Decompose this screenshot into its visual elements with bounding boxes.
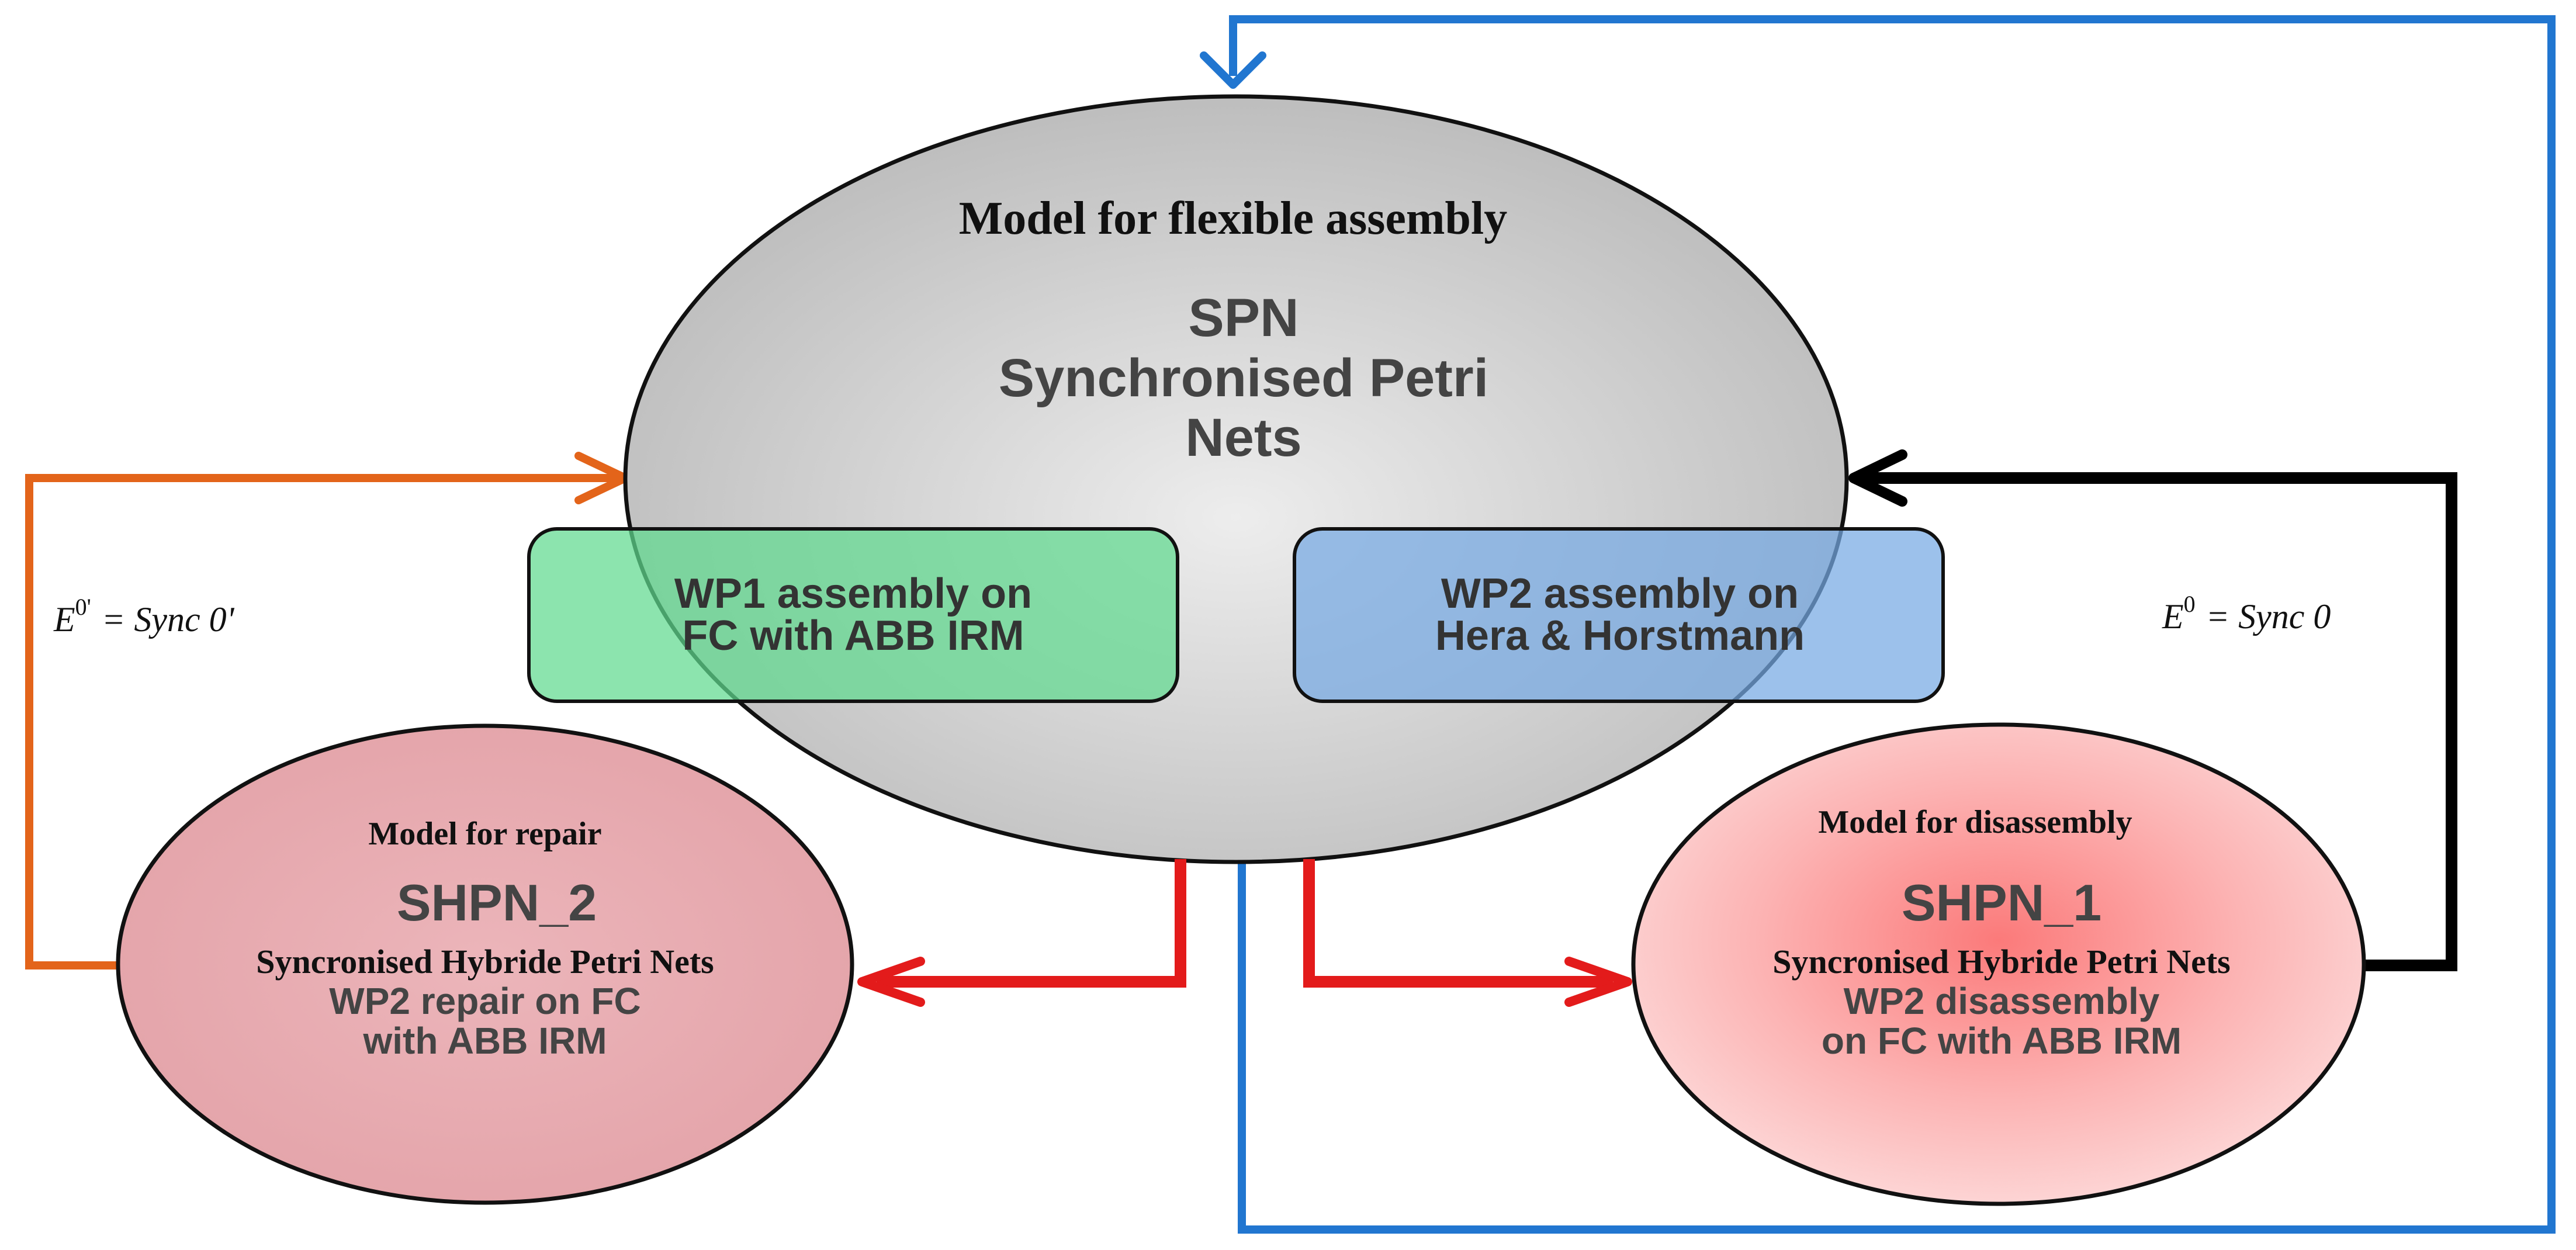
blue-feedback-arrow [1200,15,2556,1234]
wp2-line1: WP2 assembly on [1441,570,1799,617]
edge-label-right: E0 = Sync 0 [2162,591,2331,636]
edge-label-left-E: E [53,600,75,639]
edge-label-right-E: E [2162,597,2184,636]
repair-line1: WP2 repair on FC [329,980,640,1022]
disassembly-name: SHPN_1 [1902,874,2101,932]
red-arrow-spn-to-disassembly [1303,859,1632,1007]
edge-label-left-sup: 0' [75,594,91,620]
edge-label-left: E0' = Sync 0' [53,594,235,639]
repair-title: Model for repair [368,816,601,852]
spn-title: Model for flexible assembly [959,193,1507,244]
wp1-box [527,527,1179,703]
wp1-line1: WP1 assembly on [674,570,1032,617]
spn-subtitle-line2: Nets [1185,408,1301,468]
repair-name: SHPN_2 [397,874,597,932]
wp2-line2: Hera & Horstmann [1435,612,1805,659]
edge-label-left-rhs: = Sync 0' [102,600,235,639]
black-arrow-disassembly-to-spn [1848,449,2457,971]
disassembly-line2: on FC with ABB IRM [1822,1020,2182,1062]
disassembly-line1: WP2 disassembly [1844,980,2160,1022]
disassembly-circle [1631,722,2366,1206]
edge-label-right-sup: 0 [2184,591,2196,617]
repair-line2: with ABB IRM [362,1020,607,1062]
edge-label-right-rhs: = Sync 0 [2206,597,2331,636]
wp2-box [1293,527,1945,703]
disassembly-subtitle: Syncronised Hybride Petri Nets [1772,943,2230,981]
disassembly-title: Model for disassembly [1818,804,2132,840]
wp1-line2: FC with ABB IRM [682,612,1024,659]
spn-subtitle-line1: Synchronised Petri [999,348,1488,408]
repair-subtitle: Syncronised Hybride Petri Nets [256,943,714,981]
red-arrow-spn-to-repair [857,859,1186,1007]
spn-name: SPN [1188,288,1299,348]
repair-circle [116,723,854,1205]
